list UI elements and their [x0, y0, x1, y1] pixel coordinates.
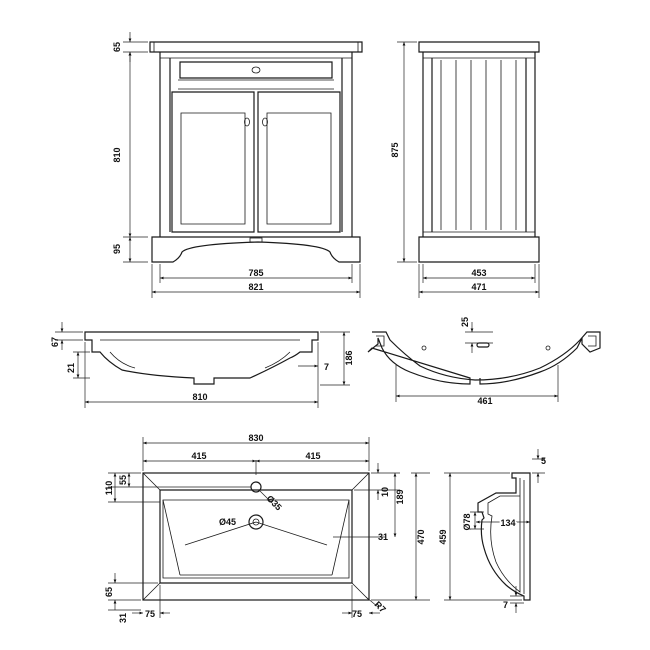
- dim-front-total-width: 821: [248, 282, 263, 292]
- dim-plan-edge-10: 10: [380, 487, 390, 497]
- cabinet-side-view: [418, 41, 540, 263]
- basin-front-view: [84, 331, 319, 385]
- side-view-dimensions: 875 453 471: [390, 41, 540, 298]
- dim-plan-waste-hole: Ø45: [219, 517, 236, 527]
- dim-side-height: 875: [390, 142, 400, 157]
- dim-plan-tap-offset-b: 55: [118, 475, 128, 485]
- cabinet-front-view: [149, 41, 363, 263]
- dim-basin-front-width: 810: [192, 392, 207, 402]
- dim-front-top: 65: [112, 42, 122, 52]
- dim-basin-front-top: 67: [50, 337, 60, 347]
- basin-plan-dimensions: 830 415 415 110 55 Ø35 Ø45 10 189 470 31…: [104, 433, 430, 623]
- dim-plan-radius: R7: [373, 599, 388, 614]
- dim-profile-depth: 134: [500, 518, 515, 528]
- basin-profile-dimensions: 5 Ø78 134 459 7: [438, 449, 546, 613]
- basin-side-profile: [477, 472, 531, 601]
- basin-section-dimensions: 25 461: [395, 317, 559, 406]
- dim-plan-side-31: 31: [378, 532, 388, 542]
- front-view-dimensions: 65 810 95 785 821: [112, 32, 361, 298]
- dim-plan-bottom-31: 31: [118, 613, 128, 623]
- dim-basin-front-offset: 21: [66, 363, 76, 373]
- basin-plan-view: [142, 460, 370, 601]
- dim-plan-bottom-65: 65: [104, 587, 114, 597]
- dim-profile-waste: Ø78: [462, 513, 472, 530]
- dim-side-inner-depth: 453: [471, 268, 486, 278]
- dim-section-overflow: 25: [460, 317, 470, 327]
- basin-section-view: [367, 331, 601, 385]
- dim-front-inner-width: 785: [248, 268, 263, 278]
- dim-plan-tap-offset-a: 110: [104, 481, 114, 496]
- dim-front-plinth: 95: [112, 244, 122, 254]
- dim-plan-tap-hole: Ø35: [265, 493, 284, 512]
- dim-plan-corner-left: 75: [145, 609, 155, 619]
- dim-basin-front-lip: 7: [324, 362, 329, 372]
- basin-front-dimensions: 67 21 186 7 810: [50, 322, 354, 408]
- dim-front-body: 810: [112, 147, 122, 162]
- dim-plan-total-width: 830: [248, 433, 263, 443]
- dim-plan-total-depth: 470: [416, 529, 426, 544]
- dim-basin-front-height: 186: [344, 350, 354, 365]
- dim-plan-half-left: 415: [191, 451, 206, 461]
- dim-side-total-depth: 471: [471, 282, 486, 292]
- dim-plan-corner-right: 75: [352, 609, 362, 619]
- dim-profile-bottom: 7: [503, 600, 508, 610]
- dim-section-bowl-width: 461: [477, 396, 492, 406]
- dim-plan-depth-189: 189: [395, 489, 405, 504]
- dim-profile-top: 5: [541, 456, 546, 466]
- dim-profile-height: 459: [438, 529, 448, 544]
- dim-plan-half-right: 415: [305, 451, 320, 461]
